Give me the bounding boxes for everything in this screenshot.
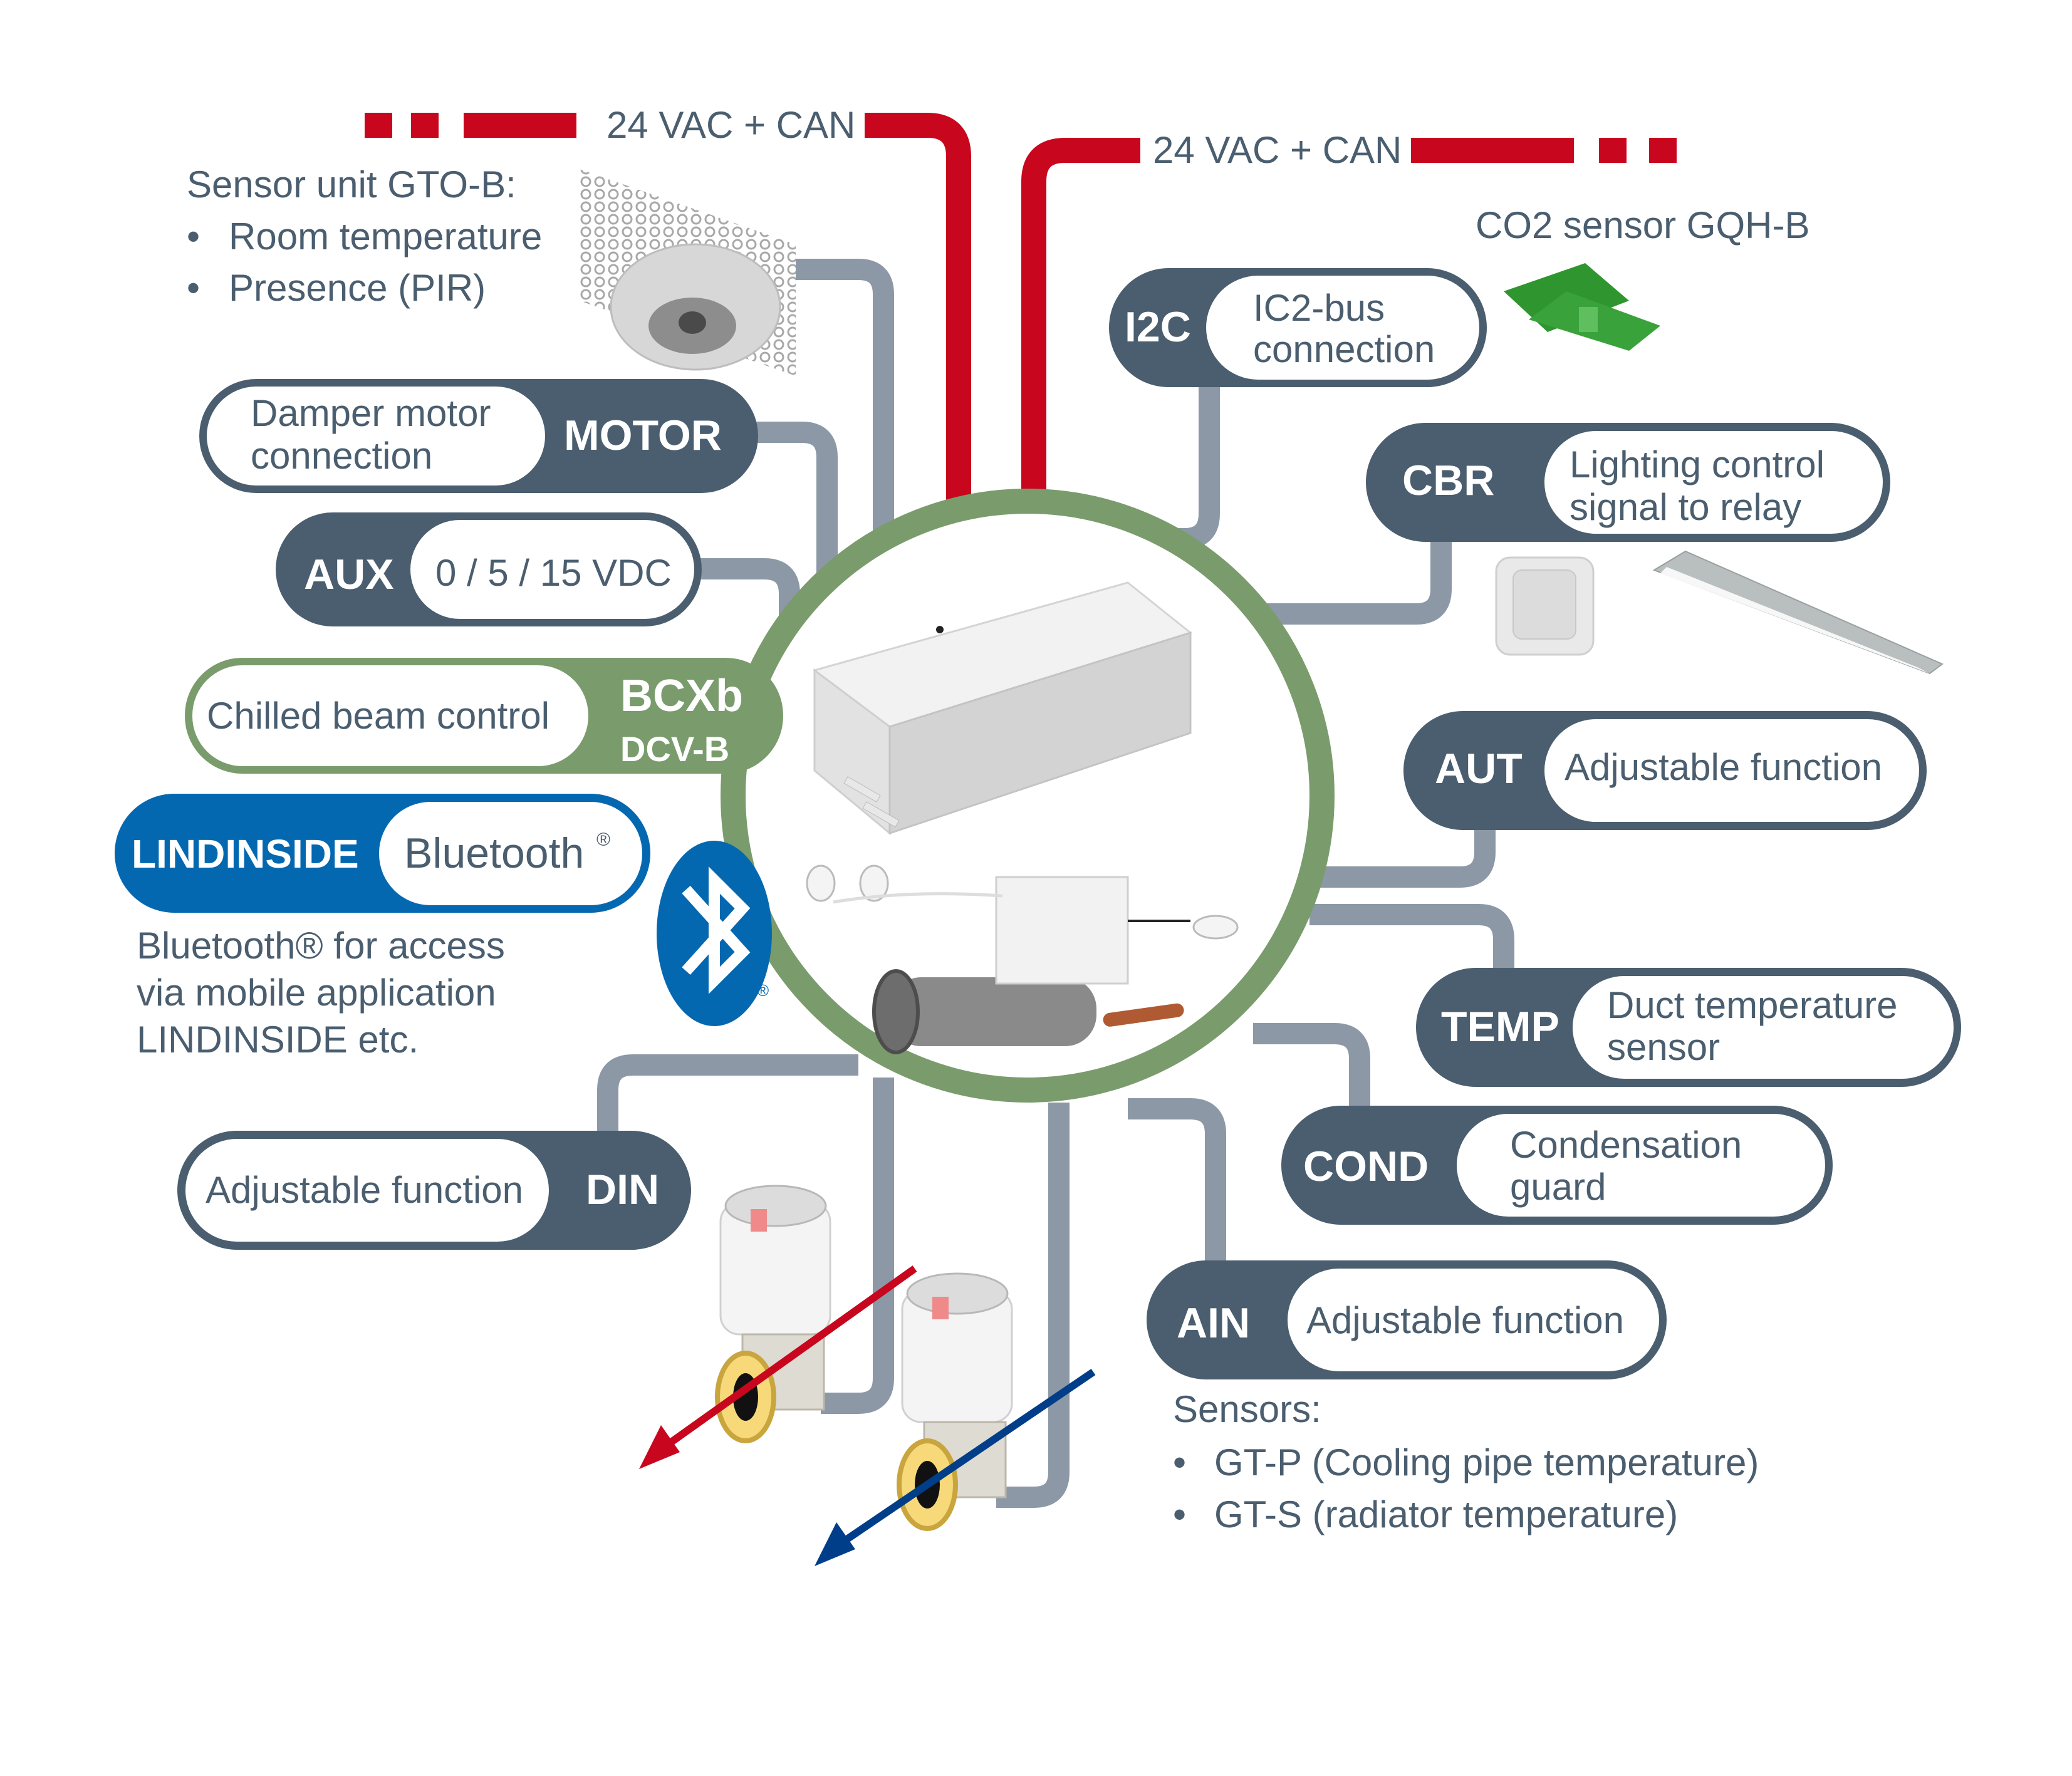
aut-tag: AUT [1435,745,1523,792]
pill-aux[interactable]: AUX 0 / 5 / 15 VDC [276,512,702,626]
bluetooth-icon: ® [657,841,772,1026]
cbr-desc-line1: Lighting control [1570,444,1825,486]
power-wire [865,113,971,545]
dcvb-tag: DCV-B [620,729,729,769]
bullet: • [187,216,200,257]
valve-cold-image [897,1272,1013,1531]
pill-ain[interactable]: AIN Adjustable function [1147,1260,1667,1379]
wire-motor [752,422,838,601]
wire-ain [1128,1098,1226,1272]
sensor-unit-image [580,169,796,376]
temp-tag: TEMP [1441,1003,1559,1051]
din-desc: Adjustable function [206,1169,523,1211]
bullet: • [1173,1441,1186,1483]
ceiling-lamp-image [1652,550,1944,675]
pill-cond[interactable]: COND Condensation guard [1281,1106,1833,1225]
aux-tag: AUX [304,551,394,598]
aut-desc: Adjustable function [1564,746,1882,788]
wire-aut [1309,821,1496,888]
pill-lindinside[interactable]: LINDINSIDE Bluetooth ® [115,794,650,913]
co2-sensor-image [1504,263,1660,351]
wire-sensor-unit [796,259,894,576]
i2c-desc-line1: IC2-bus [1253,287,1385,329]
bluetooth-note-line3: LINDINSIDE etc. [137,1019,419,1061]
power-dash [411,113,439,138]
wire-valve-cold [996,1103,1070,1508]
ain-tag: AIN [1177,1299,1250,1347]
sensor-unit-item: Presence (PIR) [229,267,486,309]
bluetooth-note-line2: via mobile application [137,972,496,1014]
wire-din [597,1054,858,1134]
ain-desc: Adjustable function [1306,1299,1624,1341]
wire-cond [1253,1023,1370,1115]
temp-desc-line2: sensor [1607,1026,1720,1068]
i2c-desc-line2: connection [1253,328,1435,370]
co2-title: CO2 sensor GQH-B [1476,204,1809,246]
bullet: • [187,267,200,309]
pill-aut[interactable]: AUT Adjustable function [1403,711,1927,830]
damper-unit-image [806,865,1239,1054]
cond-tag: COND [1303,1143,1429,1190]
power-dash [1411,138,1574,163]
wires [597,259,1514,1508]
pill-cbr[interactable]: CBR Lighting control signal to relay [1366,423,1890,542]
ain-sensor-item: GT-P (Cooling pipe temperature) [1214,1441,1759,1483]
din-tag: DIN [586,1166,659,1213]
wire-aux [689,558,800,652]
bcxb-desc: Chilled beam control [207,695,549,737]
power-line-right [1021,138,1677,545]
pill-temp[interactable]: TEMP Duct temperature sensor [1416,968,1961,1087]
pill-din[interactable]: Adjustable function DIN [177,1131,691,1250]
light-switch-image [1495,556,1595,656]
hot-flow-arrow [639,1265,917,1469]
power-dash [365,113,392,138]
valve-hot-image [715,1185,831,1443]
power-line-left [365,113,971,545]
power-label-left: 24 VAC + CAN [607,104,855,146]
power-label-right: 24 VAC + CAN [1153,129,1402,171]
power-dash [1599,138,1627,163]
i2c-tag: I2C [1125,303,1191,351]
bullet: • [1173,1493,1186,1535]
cond-desc-line1: Condensation [1510,1124,1742,1166]
ain-sensor-item: GT-S (radiator temperature) [1214,1493,1678,1535]
lindinside-tag: LINDINSIDE [132,831,359,876]
wire-valve-hot [821,1078,894,1414]
bluetooth-note-line1: Bluetooth® for access [137,925,505,967]
cond-desc-line2: guard [1510,1166,1606,1208]
motor-desc-line1: Damper motor [251,392,491,434]
bluetooth-reg: ® [596,829,610,850]
cbr-desc-line2: signal to relay [1570,486,1801,528]
bcxb-tag: BCXb [620,671,743,721]
wire-temp [1309,904,1514,977]
aux-desc: 0 / 5 / 15 VDC [435,552,672,594]
temp-desc-line1: Duct temperature [1607,984,1898,1026]
sensor-unit-title: Sensor unit GTO-B: [187,164,516,205]
sensor-unit-item: Room temperature [229,216,542,257]
cold-flow-arrow [815,1369,1096,1566]
ain-sensors-title: Sensors: [1173,1388,1321,1430]
bluetooth-label: Bluetooth [404,829,584,877]
bluetooth-reg-mark: ® [757,981,769,1000]
controller-box-image [812,581,1193,836]
pill-i2c[interactable]: I2C IC2-bus connection [1109,268,1487,387]
power-dash [1649,138,1677,163]
power-dash [464,113,576,138]
pill-bcxb[interactable]: Chilled beam control BCXb DCV-B [185,658,783,774]
motor-desc-line2: connection [251,435,432,477]
cbr-tag: CBR [1402,457,1494,504]
wire-cbr [1247,532,1452,625]
pill-motor[interactable]: Damper motor connection MOTOR [199,379,758,493]
motor-tag: MOTOR [564,412,722,459]
power-wire [1021,138,1140,545]
